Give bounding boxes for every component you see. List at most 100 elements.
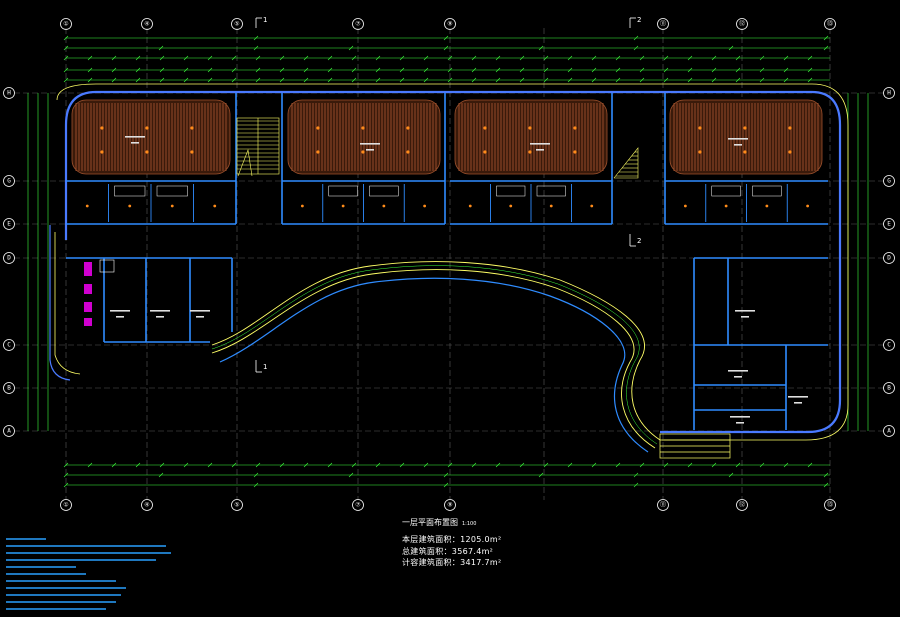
room-label-mark-2	[190, 310, 210, 312]
axis-bubble-right-4: C	[883, 339, 895, 351]
svg-text:④: ④	[144, 502, 149, 509]
svg-text:A: A	[887, 428, 891, 435]
svg-text:H: H	[887, 90, 891, 97]
vertical-axis-lines	[65, 28, 831, 500]
plan-title: 一层平面布置图 1:100	[402, 517, 476, 528]
svg-text:E: E	[887, 221, 891, 228]
room-label-mark-5	[788, 396, 808, 398]
classroom-4	[669, 99, 823, 175]
axis-bubble-bottom-7: ⑬	[824, 499, 836, 511]
svg-text:B: B	[887, 385, 891, 392]
svg-text:①: ①	[63, 502, 68, 509]
section-mark-1-top: 1	[263, 16, 267, 24]
room-label-mark-0	[110, 310, 130, 312]
axis-bubble-top-5: ⑪	[657, 18, 669, 30]
svg-text:⑬: ⑬	[827, 501, 833, 509]
room-label-mark-7	[125, 136, 145, 138]
svg-text:④: ④	[144, 21, 149, 28]
fixtures	[84, 259, 115, 326]
room-label-mark-1	[150, 310, 170, 312]
svg-text:D: D	[887, 255, 891, 262]
curved-corridor	[211, 261, 661, 453]
axis-bubble-right-5: B	[883, 382, 895, 394]
entrance-steps	[659, 433, 731, 459]
svg-text:C: C	[7, 342, 11, 349]
room-label-mark-8	[360, 143, 380, 145]
axis-bubble-right-0: H	[883, 87, 895, 99]
room-label-mark-10	[728, 138, 748, 140]
svg-text:C: C	[887, 342, 891, 349]
axis-bubbles: ① ① ④ ④ ⑤ ⑤ ⑦ ⑦ ⑨ ⑨ ⑪ ⑪ ⑫ ⑫ ⑬ ⑬ H G E D C B A H G E D C B A	[3, 18, 895, 511]
axis-bubble-bottom-2: ⑤	[231, 499, 243, 511]
axis-bubble-left-2: E	[3, 218, 15, 230]
axis-bubble-top-4: ⑨	[444, 18, 456, 30]
svg-text:⑫: ⑫	[739, 501, 745, 509]
building-outline	[49, 83, 849, 441]
axis-bubble-left-1: G	[3, 175, 15, 187]
section-markers	[255, 17, 636, 373]
plan-title-text: 一层平面布置图	[402, 518, 458, 527]
dimension-lines	[27, 37, 869, 486]
axis-bubble-top-0: ①	[60, 18, 72, 30]
room-label-mark-4	[728, 370, 748, 372]
svg-text:⑪: ⑪	[660, 501, 666, 509]
washroom-blocks	[85, 184, 810, 222]
svg-text:A: A	[7, 428, 11, 435]
svg-text:D: D	[7, 255, 11, 262]
section-mark-2-top: 2	[637, 16, 641, 24]
svg-text:⑪: ⑪	[660, 20, 666, 28]
axis-bubble-right-2: E	[883, 218, 895, 230]
axis-bubble-left-5: B	[3, 382, 15, 394]
axis-bubble-top-2: ⑤	[231, 18, 243, 30]
axis-bubble-bottom-3: ⑦	[352, 499, 364, 511]
axis-bubble-left-4: C	[3, 339, 15, 351]
svg-text:B: B	[7, 385, 11, 392]
axis-bubble-top-3: ⑦	[352, 18, 364, 30]
axis-bubble-bottom-6: ⑫	[736, 499, 748, 511]
calc-area-label: 计容建筑面积：3417.7m²	[402, 558, 502, 567]
svg-text:⑤: ⑤	[234, 21, 239, 28]
svg-text:⑦: ⑦	[355, 21, 360, 28]
axis-bubble-top-6: ⑫	[736, 18, 748, 30]
plan-scale: 1:100	[462, 521, 477, 527]
room-label-mark-3	[735, 310, 755, 312]
svg-text:⑦: ⑦	[355, 502, 360, 509]
axis-bubble-right-6: A	[883, 425, 895, 437]
classroom-wood-floors	[71, 99, 823, 175]
axis-bubble-left-0: H	[3, 87, 15, 99]
classroom-2	[287, 99, 441, 175]
axis-bubble-right-3: D	[883, 252, 895, 264]
svg-text:⑫: ⑫	[739, 20, 745, 28]
svg-text:G: G	[7, 178, 11, 185]
svg-text:⑤: ⑤	[234, 502, 239, 509]
axis-bubble-left-6: A	[3, 425, 15, 437]
axis-bubble-right-1: G	[883, 175, 895, 187]
svg-text:H: H	[7, 90, 11, 97]
classroom-1	[71, 99, 231, 175]
axis-bubble-bottom-0: ①	[60, 499, 72, 511]
room-label-mark-9	[530, 143, 550, 145]
dimension-ticks	[63, 35, 829, 488]
axis-bubble-bottom-5: ⑪	[657, 499, 669, 511]
section-mark-2-bottom: 2	[637, 237, 641, 245]
interior-walls	[66, 93, 828, 430]
svg-text:①: ①	[63, 21, 68, 28]
axis-bubble-top-7: ⑬	[824, 18, 836, 30]
design-notes-block	[6, 538, 176, 615]
svg-text:E: E	[7, 221, 11, 228]
svg-text:⑬: ⑬	[827, 20, 833, 28]
room-labels	[110, 136, 808, 424]
total-area-label: 总建筑面积：3567.4m²	[402, 547, 494, 556]
staircases	[236, 117, 639, 179]
axis-bubble-bottom-4: ⑨	[444, 499, 456, 511]
svg-text:⑨: ⑨	[447, 21, 452, 28]
room-label-mark-6	[730, 416, 750, 418]
floor-area-label: 本层建筑面积：1205.0m²	[402, 535, 502, 544]
axis-bubble-top-1: ④	[141, 18, 153, 30]
axis-bubble-left-3: D	[3, 252, 15, 264]
svg-text:⑨: ⑨	[447, 502, 452, 509]
classroom-3	[454, 99, 608, 175]
axis-bubble-bottom-1: ④	[141, 499, 153, 511]
svg-text:G: G	[887, 178, 891, 185]
